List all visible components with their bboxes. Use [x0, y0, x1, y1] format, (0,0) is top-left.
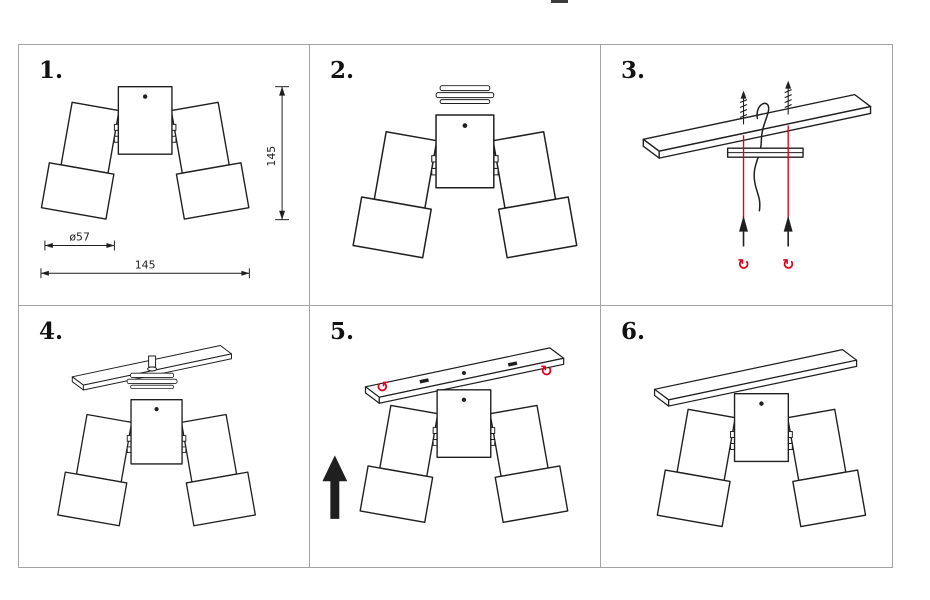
instruction-grid: 145 ø57 145: [18, 44, 893, 568]
screw-icon: [147, 355, 158, 372]
keyhole-slot: [507, 361, 518, 367]
lamp-illustration: [359, 389, 569, 524]
width-dimension: 145: [40, 258, 250, 279]
height-dimension: 145: [265, 86, 290, 221]
step-3-panel: ↻ ↻ 3.: [601, 45, 892, 306]
step-1-drawing: 145 ø57 145: [40, 85, 290, 279]
mounting-bracket-icon: [126, 372, 178, 390]
rotate-ccw-icon: ↺: [376, 378, 388, 396]
rotate-cw-icon: ↻: [737, 255, 749, 273]
diameter-dimension: ø57: [44, 230, 115, 251]
step-4-panel: 4.: [19, 306, 310, 567]
step-number-4: 4.: [39, 318, 64, 345]
step-number-6: 6.: [621, 318, 646, 345]
lamp-illustration: [40, 85, 250, 220]
lift-up-arrow-icon: [322, 455, 348, 519]
width-dimension-label: 145: [135, 258, 156, 271]
mounting-bracket-icon: [435, 85, 495, 105]
mounting-strap: [726, 147, 804, 158]
step-2-drawing: [352, 85, 578, 259]
ceiling-plate: [364, 347, 565, 404]
lamp-illustration: [656, 392, 867, 528]
step-2-panel: 2.: [310, 45, 601, 306]
step-6-drawing: [653, 348, 867, 528]
keyhole-slot: [419, 378, 429, 384]
height-dimension-label: 145: [265, 146, 278, 167]
rotate-cw-icon: ↻: [540, 362, 552, 380]
step-3-drawing: ↻ ↻: [642, 80, 872, 273]
push-up-arrow-icon: [783, 215, 793, 247]
step-5-panel: ↺ ↻ 5.: [310, 306, 601, 567]
step-1-panel: 145 ø57 145: [19, 45, 310, 306]
step-5-drawing: ↺ ↻: [322, 347, 569, 524]
step-number-2: 2.: [330, 57, 355, 84]
rotate-cw-icon: ↻: [782, 255, 794, 273]
lamp-illustration: [352, 114, 578, 259]
step-number-3: 3.: [621, 57, 646, 84]
step-6-panel: 6.: [601, 306, 892, 567]
registration-mark: [551, 0, 568, 3]
step-number-5: 5.: [330, 318, 355, 345]
diameter-dimension-label: ø57: [69, 230, 90, 243]
power-wire: [753, 102, 770, 212]
lamp-illustration: [57, 398, 256, 527]
push-up-arrow-icon: [739, 215, 748, 247]
plate-center-hole: [461, 370, 466, 375]
step-4-drawing: [57, 345, 256, 527]
step-number-1: 1.: [39, 57, 64, 84]
